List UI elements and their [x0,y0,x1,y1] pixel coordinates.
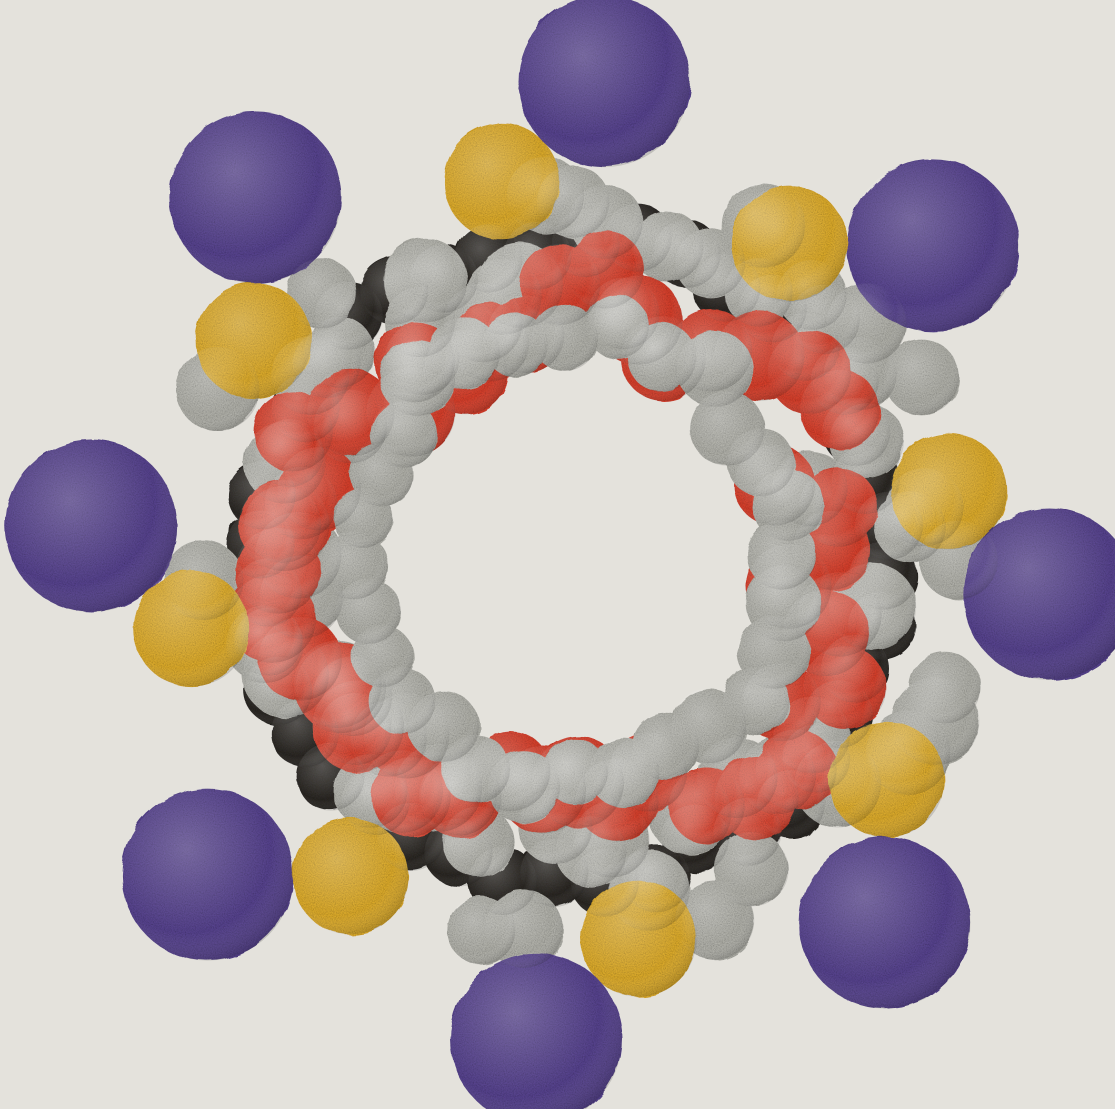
sodium-atom-shade [450,952,622,1109]
oxygen-atom-shade [799,369,880,450]
sodium-atom-shade [846,159,1019,332]
sulfur-atom-shade [292,818,409,935]
sodium-atom-shade [121,788,294,961]
hydrogen-atom-shade [483,312,548,378]
sulfur-atom-shade [195,282,312,399]
sodium-atom-shade [169,111,342,284]
oxygen-atom-shade [371,757,451,837]
sodium-atom-shade [518,0,690,168]
oxygen-atom-shade [803,646,887,729]
hydrogen-atom-shade [747,520,817,590]
hydrogen-atom-shade [677,331,753,407]
hydrogen-atom-shade [588,737,660,809]
sodium-atom-shade [798,836,971,1009]
hydrogen-atom-shade [428,317,500,390]
sulfur-atom-shade [580,880,697,997]
sulfur-atom-shade [133,570,250,687]
oxygen-atom-shade [668,767,745,844]
sulfur-atom-shade [443,123,560,240]
hydrogen-atom-shade [286,258,357,329]
atom-shading [5,0,1115,1109]
hydrogen-atom-shade [883,339,960,415]
hydrogen-atom-shade [319,531,388,600]
sulfur-atom-shade [890,433,1007,550]
sodium-atom-shade [962,508,1115,680]
hydrogen-atom-shade [370,400,438,468]
sulfur-atom-shade [828,721,945,838]
sulfur-atom-shade [731,185,848,302]
hydrogen-atom-shade [447,896,516,965]
sodium-atom-shade [5,440,178,612]
hydrogen-atom-shade [383,238,468,323]
hydrogen-atom-shade [531,304,598,372]
